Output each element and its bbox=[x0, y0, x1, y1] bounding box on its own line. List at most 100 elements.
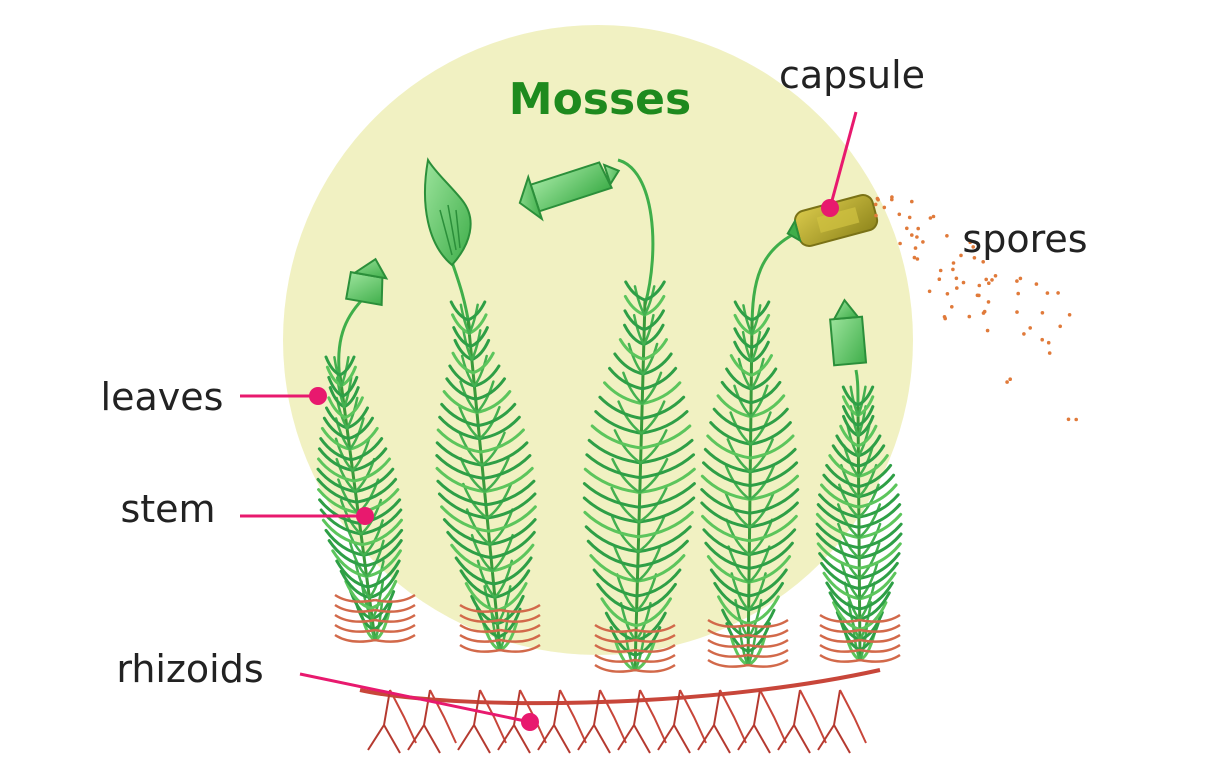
leaf bbox=[825, 581, 862, 611]
spore bbox=[1045, 291, 1050, 295]
leaf bbox=[639, 410, 689, 435]
leaf bbox=[641, 338, 668, 361]
leaf bbox=[478, 405, 501, 441]
lower-leaf bbox=[459, 643, 501, 653]
leaf bbox=[586, 539, 640, 568]
spore bbox=[1008, 377, 1012, 382]
leaf bbox=[585, 453, 642, 480]
leaf bbox=[841, 385, 860, 407]
leaf bbox=[632, 313, 646, 346]
spore bbox=[981, 311, 986, 315]
spore bbox=[990, 278, 994, 282]
shoot-stem bbox=[746, 319, 754, 666]
leaf bbox=[857, 483, 898, 509]
leaf bbox=[747, 514, 798, 543]
leaf bbox=[345, 406, 369, 430]
leaf bbox=[622, 371, 644, 405]
spore bbox=[1046, 340, 1051, 345]
spore bbox=[942, 315, 947, 319]
leaf bbox=[483, 457, 510, 493]
leaf bbox=[835, 434, 860, 458]
leaf bbox=[613, 429, 642, 465]
lower-leaf bbox=[819, 633, 861, 643]
leaf bbox=[748, 464, 775, 501]
leaf bbox=[448, 364, 476, 388]
leafy-shoot bbox=[815, 385, 903, 663]
spore bbox=[912, 255, 917, 260]
leaf bbox=[438, 415, 482, 441]
spore bbox=[915, 235, 919, 239]
leaf bbox=[317, 447, 355, 472]
leaf bbox=[639, 424, 692, 450]
leaf bbox=[857, 561, 899, 591]
leaf bbox=[733, 300, 754, 322]
leaf bbox=[324, 355, 342, 377]
leaf bbox=[445, 377, 478, 401]
leaf bbox=[643, 294, 666, 317]
pointers bbox=[240, 111, 858, 731]
leaf bbox=[816, 503, 861, 529]
leaf bbox=[856, 405, 875, 427]
leaf bbox=[488, 518, 537, 546]
leaf bbox=[460, 354, 476, 388]
label-leaves: leaves bbox=[101, 375, 224, 419]
leaf bbox=[464, 582, 498, 612]
leaf bbox=[485, 482, 513, 520]
leaf bbox=[589, 554, 639, 583]
leaf bbox=[748, 438, 774, 474]
rhizoid bbox=[817, 689, 867, 754]
spore bbox=[984, 277, 988, 282]
leaf bbox=[435, 466, 487, 494]
leaf bbox=[750, 330, 762, 363]
leafy-shoots bbox=[316, 280, 903, 673]
leaf bbox=[638, 453, 696, 480]
leaf bbox=[582, 482, 641, 509]
lower-leaf bbox=[374, 593, 416, 603]
leaf bbox=[749, 407, 789, 432]
lower-leaf bbox=[594, 633, 636, 643]
leaf bbox=[489, 530, 536, 560]
leaf bbox=[442, 518, 492, 546]
rhizoid bbox=[577, 689, 627, 754]
leaf bbox=[749, 384, 769, 418]
leaf bbox=[748, 461, 799, 488]
leaf bbox=[747, 581, 784, 612]
lower-leaf bbox=[334, 593, 376, 603]
leaf bbox=[478, 415, 521, 441]
label-rhizoids: rhizoids bbox=[116, 647, 263, 691]
spore bbox=[1034, 282, 1039, 286]
lower-leaf bbox=[499, 623, 541, 633]
leaf bbox=[316, 457, 356, 483]
leaf bbox=[749, 411, 772, 446]
leaf bbox=[327, 396, 348, 419]
leaf bbox=[713, 581, 751, 612]
spore bbox=[876, 197, 880, 202]
shoot-stem bbox=[466, 319, 502, 651]
leaf bbox=[640, 400, 666, 435]
leaf bbox=[452, 326, 473, 348]
leaf bbox=[480, 431, 506, 467]
leaf bbox=[636, 544, 662, 583]
leaf bbox=[317, 488, 360, 515]
leaf bbox=[637, 486, 668, 524]
leaf bbox=[750, 304, 762, 336]
leaf bbox=[857, 512, 903, 540]
spore bbox=[1066, 417, 1071, 422]
leaf bbox=[747, 568, 788, 598]
leaf bbox=[451, 351, 475, 375]
leaf bbox=[748, 501, 799, 529]
leaf bbox=[820, 561, 861, 591]
leaf bbox=[454, 556, 496, 586]
spore bbox=[968, 240, 972, 244]
leafy-shoot bbox=[435, 300, 541, 653]
leaf bbox=[638, 467, 696, 494]
lower-leaf bbox=[859, 643, 901, 653]
leaf bbox=[319, 508, 363, 536]
leaf bbox=[700, 488, 752, 515]
leaf bbox=[642, 309, 665, 332]
seta bbox=[750, 230, 799, 331]
leaf bbox=[617, 400, 643, 435]
leaf bbox=[353, 467, 395, 494]
leaf bbox=[748, 488, 800, 515]
